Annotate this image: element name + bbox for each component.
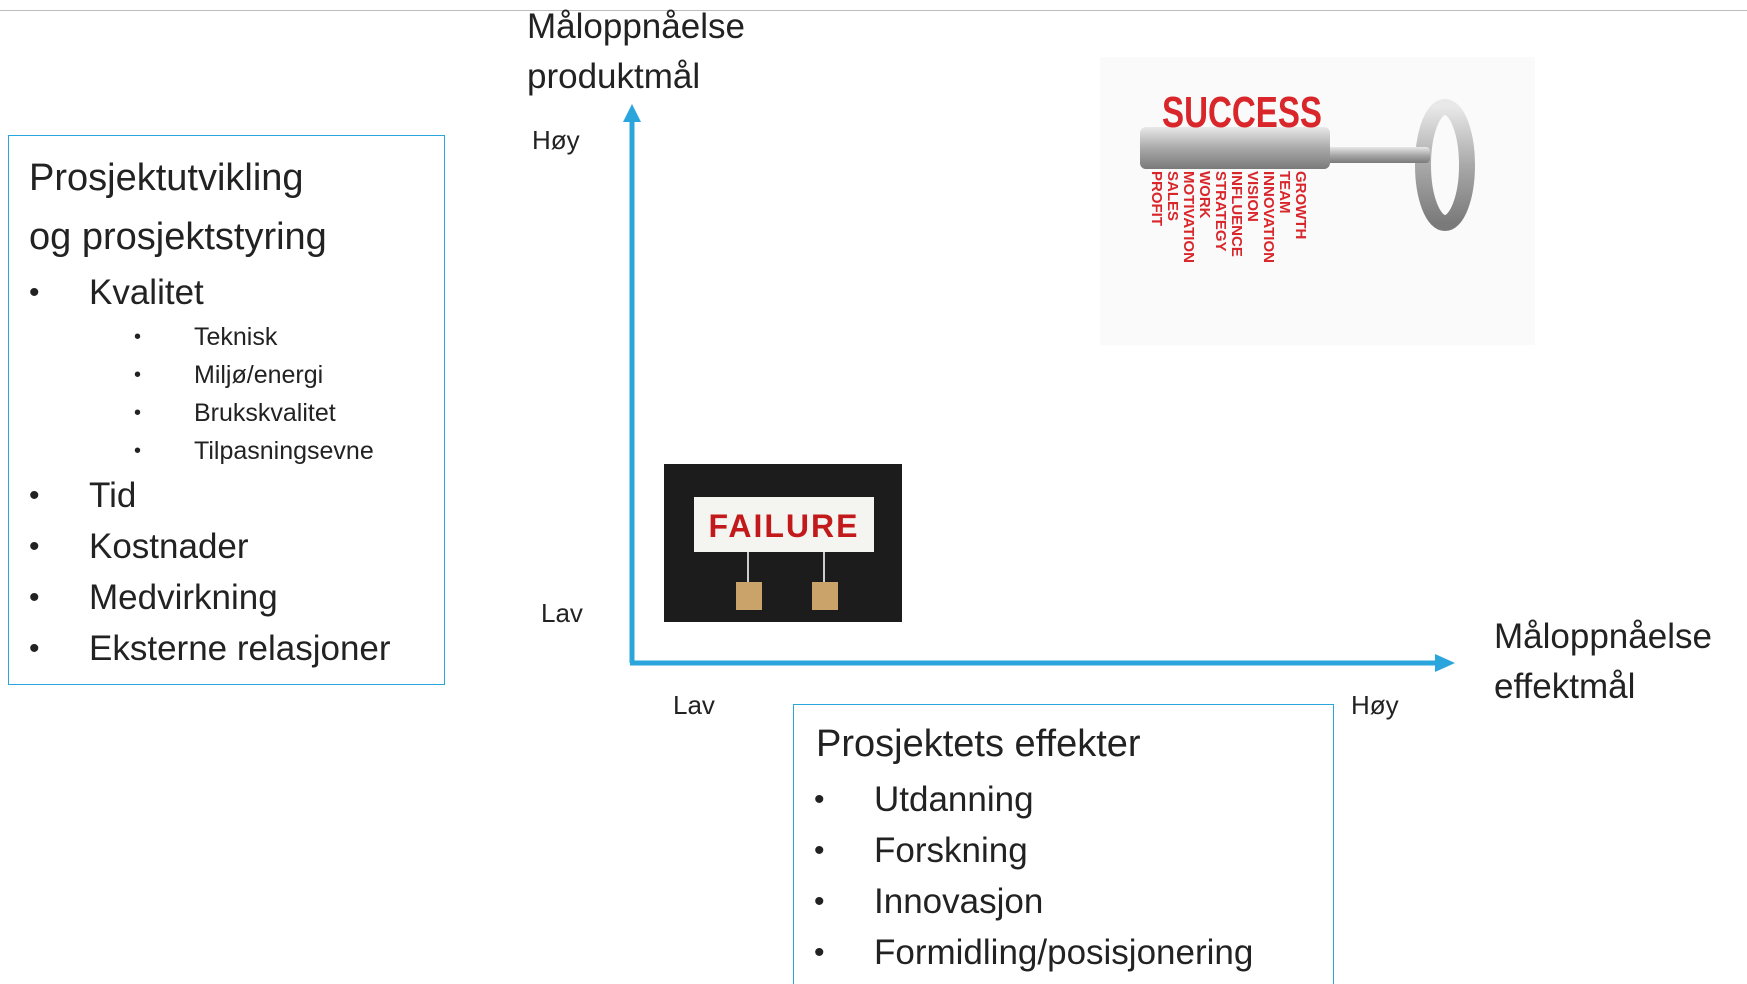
success-word: PROFIT <box>1148 171 1165 226</box>
y-axis-title: Måloppnåelse produktmål <box>527 2 745 102</box>
success-word: INNOVATION <box>1260 171 1277 263</box>
x-axis-low-label: Lav <box>673 690 715 720</box>
y-axis-low-label: Lav <box>541 598 583 628</box>
sublist-item-teknisk: Teknisk <box>9 318 444 356</box>
success-word: VISION <box>1244 171 1261 222</box>
success-word: MOTIVATION <box>1180 171 1197 263</box>
success-word: WORK <box>1196 171 1213 219</box>
failure-sign-text: FAILURE <box>709 508 860 544</box>
kvalitet-sublist: Teknisk Miljø/energi Brukskvalitet Tilpa… <box>9 318 444 470</box>
list-item-utdanning: Utdanning <box>794 774 1333 825</box>
project-management-box: Prosjektutvikling og prosjektstyring Kva… <box>8 135 445 685</box>
x-axis-arrowhead <box>1435 654 1455 672</box>
failure-weight-right <box>812 582 838 610</box>
failure-sign-image: FAILURE <box>664 464 902 622</box>
failure-sign-card <box>694 497 874 552</box>
x-axis-title-line1: Måloppnåelse <box>1494 617 1712 656</box>
list-item-forskning: Forskning <box>794 825 1333 876</box>
list-item-kostnader: Kostnader <box>9 521 444 572</box>
project-management-list: Kvalitet Teknisk Miljø/energi Brukskvali… <box>9 267 444 674</box>
x-axis-title: Måloppnåelse effektmål <box>1494 612 1712 712</box>
failure-sign-illustration: FAILURE <box>694 497 874 610</box>
key-shaft <box>1320 147 1430 163</box>
list-item-innovasjon: Innovasjon <box>794 876 1333 927</box>
y-axis-title-line2: produktmål <box>527 57 701 96</box>
y-axis-arrowhead <box>623 104 641 122</box>
sublist-item-miljo-energi: Miljø/energi <box>9 356 444 394</box>
project-management-title-line1: Prosjektutvikling <box>29 157 304 199</box>
x-axis-high-label: Høy <box>1351 690 1399 720</box>
success-headline: SUCCESS <box>1162 88 1322 137</box>
project-effects-title: Prosjektets effekter <box>816 723 1141 765</box>
success-word: GROWTH <box>1292 171 1309 239</box>
list-item-kvalitet: Kvalitet <box>9 267 444 318</box>
project-management-title-line2: og prosjektstyring <box>29 216 327 258</box>
project-effects-list: Utdanning Forskning Innovasjon Formidlin… <box>794 774 1333 978</box>
project-effects-box: Prosjektets effekter Utdanning Forskning… <box>793 704 1334 984</box>
list-item-tid: Tid <box>9 470 444 521</box>
list-item-label: Kvalitet <box>89 273 204 312</box>
success-word: TEAM <box>1276 171 1293 214</box>
key-bow <box>1415 99 1475 231</box>
y-axis-title-line1: Måloppnåelse <box>527 7 745 46</box>
sublist-item-brukskvalitet: Brukskvalitet <box>9 394 444 432</box>
success-word: INFLUENCE <box>1228 171 1245 257</box>
success-word: STRATEGY <box>1212 171 1229 252</box>
failure-weight-left <box>736 582 762 610</box>
list-item-medvirkning: Medvirkning <box>9 572 444 623</box>
y-axis-high-label: Høy <box>532 125 580 155</box>
kvalitet-subitems: Teknisk Miljø/energi Brukskvalitet Tilpa… <box>9 318 444 470</box>
list-item-formidling: Formidling/posisjonering <box>794 927 1333 978</box>
success-word: SALES <box>1164 171 1181 221</box>
slide-top-divider <box>0 10 1747 11</box>
key-blade <box>1140 127 1330 169</box>
sublist-item-tilpasningsevne: Tilpasningsevne <box>9 432 444 470</box>
x-axis-title-line2: effektmål <box>1494 667 1636 706</box>
list-item-eksterne-relasjoner: Eksterne relasjoner <box>9 623 444 674</box>
